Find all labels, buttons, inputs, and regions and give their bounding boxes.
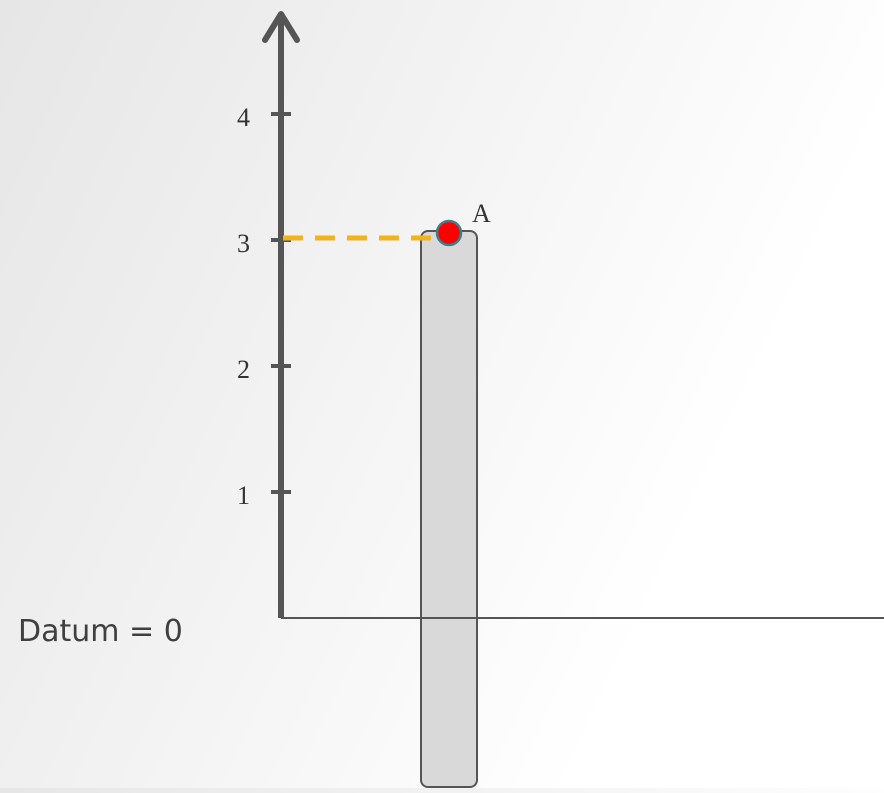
y-tick-label-3: 3 bbox=[237, 229, 250, 258]
measuring-column bbox=[420, 230, 478, 788]
point-a-label: A bbox=[472, 199, 491, 228]
y-tick-label-2: 2 bbox=[237, 355, 250, 384]
y-axis-ticks: 1 2 3 4 bbox=[237, 103, 291, 510]
y-tick-label-1: 1 bbox=[237, 481, 250, 510]
datum-label: Datum = 0 bbox=[18, 614, 183, 649]
y-axis-arrowhead bbox=[262, 11, 300, 43]
y-tick-label-4: 4 bbox=[237, 103, 250, 132]
point-a-marker bbox=[435, 219, 463, 247]
